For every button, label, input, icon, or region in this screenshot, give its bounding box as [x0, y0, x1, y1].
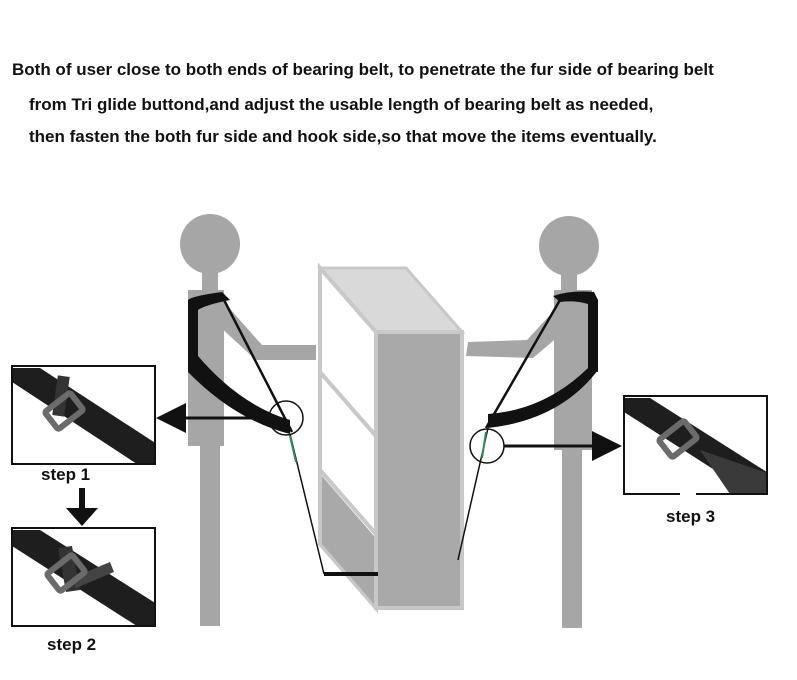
instruction-line-3: then fasten the both fur side and hook s…: [29, 127, 657, 146]
left-harness-belt: [188, 292, 294, 434]
left-person-leg: [200, 446, 220, 626]
right-person-arm: [466, 304, 566, 358]
tri-glide-buckle-icon: [42, 390, 86, 432]
left-person-neck: [202, 270, 218, 294]
step3-inset: [623, 395, 768, 498]
step1-inset: [11, 365, 156, 465]
right-harness-belt: [484, 291, 598, 429]
left-person-arm: [218, 300, 316, 360]
step2-inset: [11, 527, 156, 627]
step2-label: step 2: [47, 635, 97, 654]
right-person-figure: [466, 216, 599, 628]
right-person-leg: [562, 450, 582, 628]
instruction-line-1: Both of user close to both ends of beari…: [12, 60, 714, 79]
right-person-head: [539, 216, 599, 276]
step3-label: step 3: [666, 507, 716, 526]
step1-label: step 1: [41, 465, 91, 484]
tri-glide-buckle-icon: [656, 418, 700, 460]
left-person-figure: [180, 214, 316, 626]
lifting-straps: [289, 427, 489, 576]
tri-glide-buckle-icon: [44, 552, 88, 594]
down-arrow-step1-to-step2: [66, 488, 98, 526]
right-person-neck: [561, 272, 577, 294]
instruction-line-2: from Tri glide buttond,and adjust the us…: [29, 95, 654, 114]
cabinet-illustration: [316, 262, 466, 614]
left-person-head: [180, 214, 240, 274]
